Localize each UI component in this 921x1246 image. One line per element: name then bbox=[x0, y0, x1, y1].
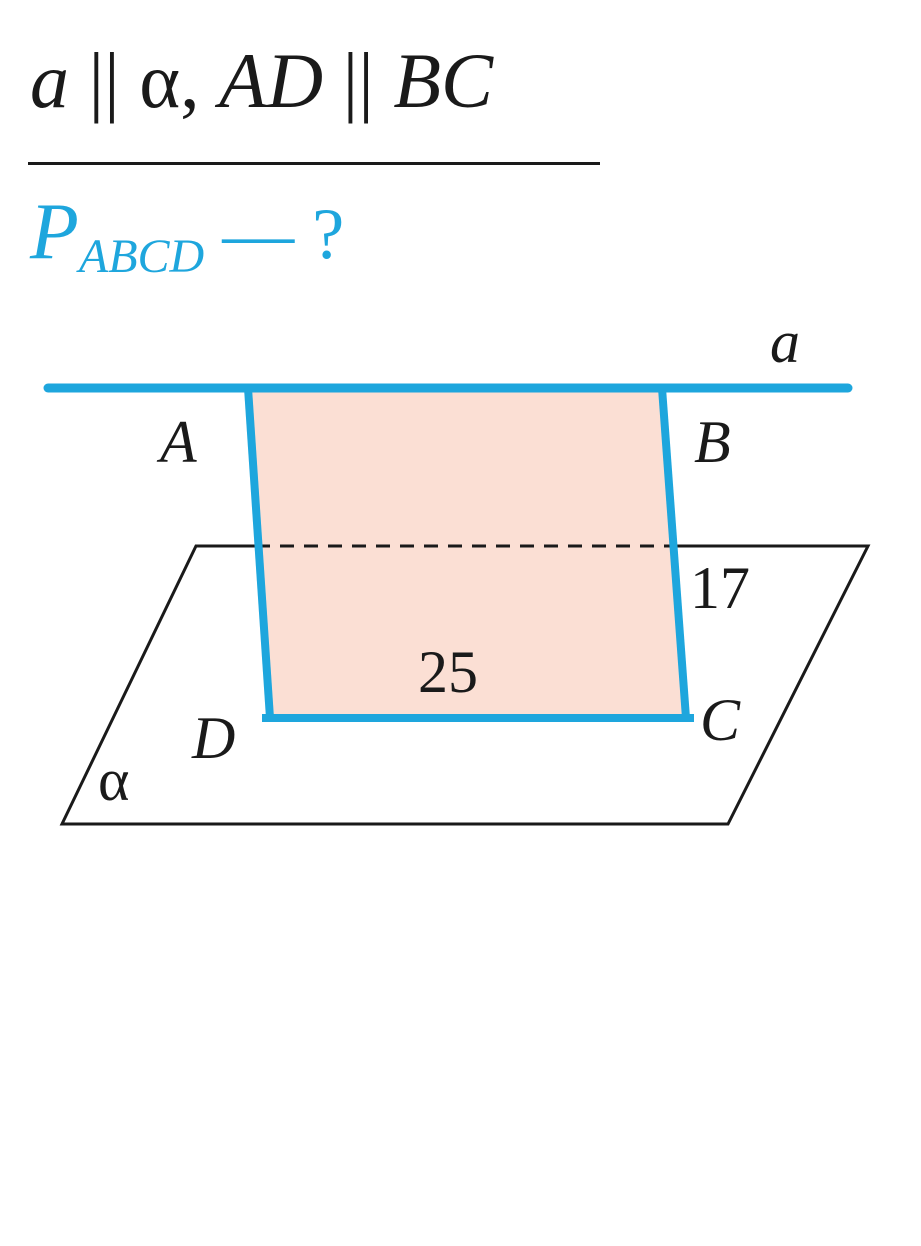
label-point-b: B bbox=[694, 409, 731, 475]
given-line-a: a bbox=[30, 37, 69, 124]
label-side-bc-length: 17 bbox=[690, 555, 750, 621]
separator-rule bbox=[28, 162, 600, 165]
given-segment-ad: AD bbox=[219, 37, 324, 124]
trapezoid-abcd bbox=[248, 388, 686, 718]
given-condition: a || α, AD || BC bbox=[30, 42, 493, 120]
find-question: PABCD — ? bbox=[30, 192, 345, 281]
given-plane-alpha: α, bbox=[139, 37, 200, 124]
parallel-symbol-2: || bbox=[342, 37, 374, 124]
label-point-d: D bbox=[191, 705, 235, 771]
label-point-a: A bbox=[156, 409, 197, 475]
side-bc bbox=[658, 387, 690, 719]
side-ad bbox=[244, 387, 274, 719]
given-segment-bc: BC bbox=[393, 37, 493, 124]
label-line-a: a bbox=[770, 309, 800, 375]
parallel-symbol-1: || bbox=[88, 37, 120, 124]
question-mark: — ? bbox=[204, 194, 345, 274]
perimeter-subscript: ABCD bbox=[78, 230, 205, 283]
label-side-dc-length: 25 bbox=[418, 639, 478, 705]
perimeter-symbol: P bbox=[30, 188, 79, 276]
label-plane-alpha: α bbox=[98, 747, 129, 813]
label-point-c: C bbox=[700, 687, 741, 753]
